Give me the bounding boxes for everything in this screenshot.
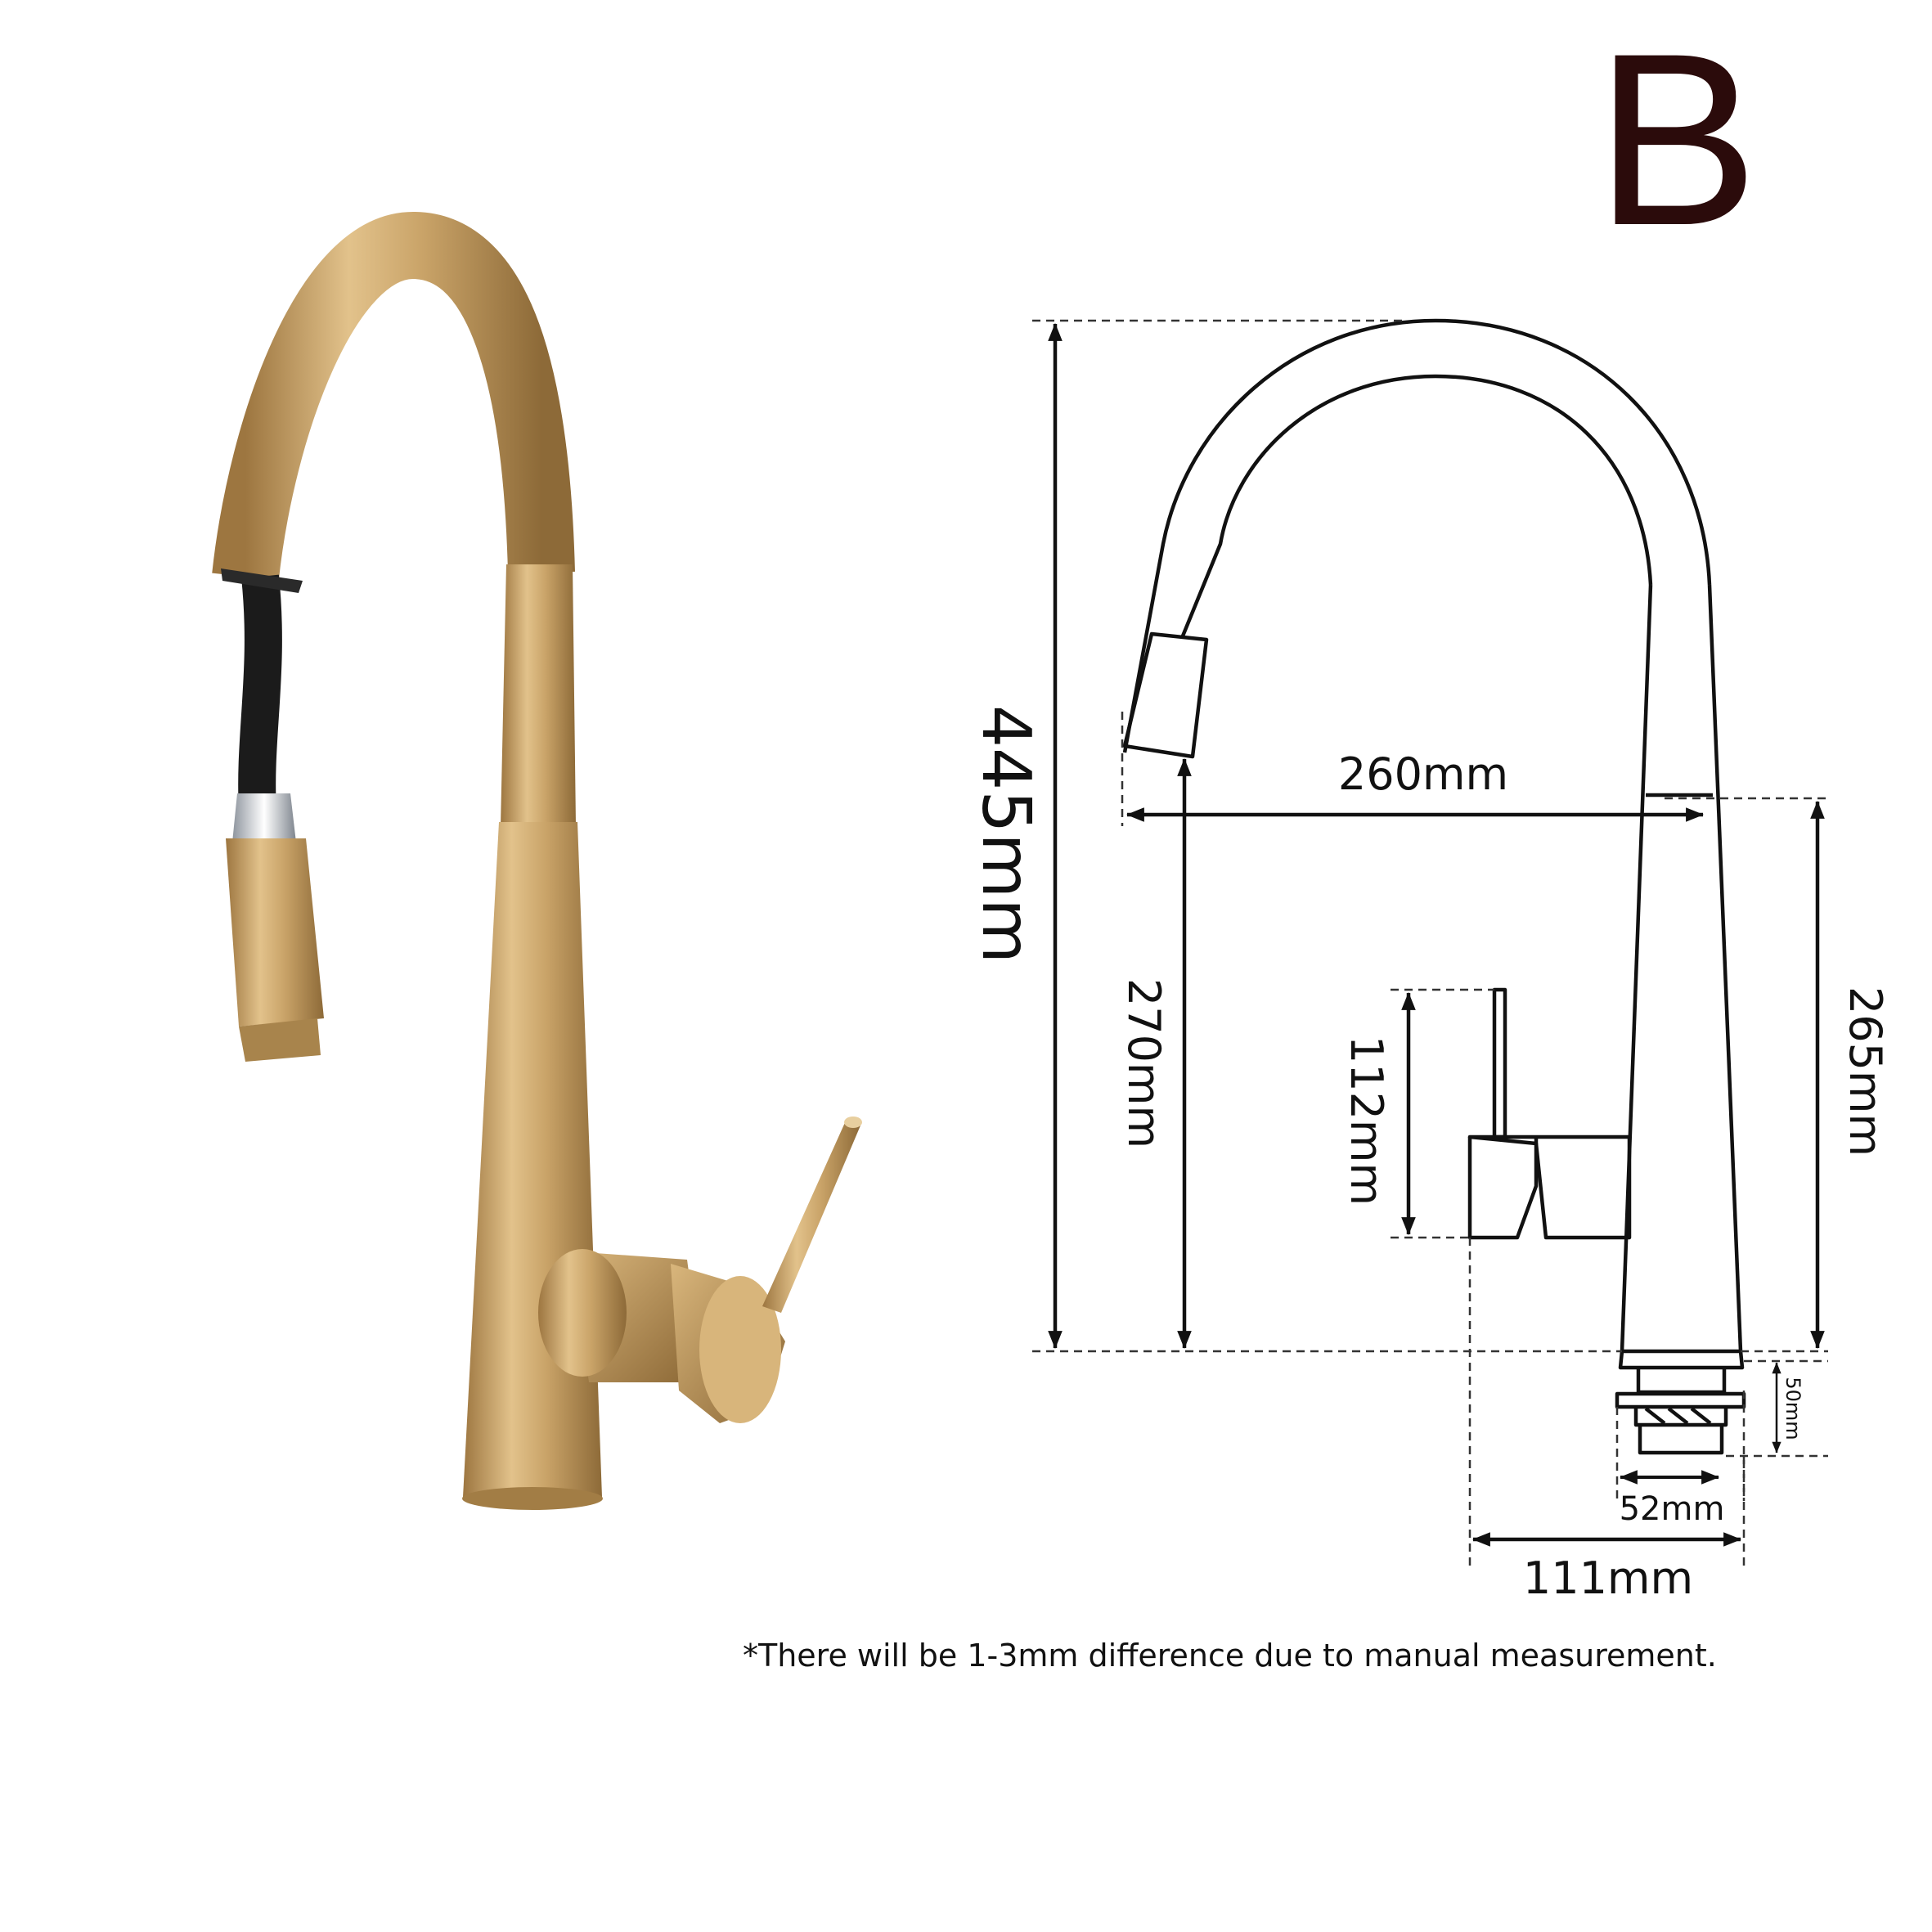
faucet-hose bbox=[238, 574, 282, 811]
dimension-lines bbox=[1048, 322, 1825, 1547]
extension-lines bbox=[1032, 319, 1828, 1570]
faucet-spray-head bbox=[226, 838, 324, 1027]
dim-label-base-height: 50mm bbox=[1781, 1377, 1804, 1440]
faucet-lever bbox=[762, 1119, 860, 1313]
faucet-outline bbox=[1122, 318, 1746, 1455]
variant-letter: B bbox=[1595, 2, 1759, 276]
faucet-spout-arch bbox=[212, 211, 575, 581]
dim-label-spout-height: 270mm bbox=[1118, 978, 1170, 1148]
dim-label-handle-height: 112mm bbox=[1341, 1036, 1392, 1206]
dim-label-body-height: 265mm bbox=[1840, 986, 1891, 1157]
measurement-footnote: *There will be 1-3mm difference due to m… bbox=[743, 1638, 1717, 1674]
dim-label-spout-reach: 260mm bbox=[1338, 748, 1508, 800]
dim-label-handle-reach: 111mm bbox=[1523, 1552, 1693, 1604]
faucet-chrome-collar bbox=[232, 793, 296, 842]
faucet-photo bbox=[212, 211, 862, 1510]
faucet-base bbox=[462, 1487, 603, 1510]
dim-label-shank: 52mm bbox=[1620, 1490, 1725, 1528]
dim-label-total-height: 445mm bbox=[967, 705, 1045, 964]
faucet-spout-tube bbox=[501, 564, 576, 826]
